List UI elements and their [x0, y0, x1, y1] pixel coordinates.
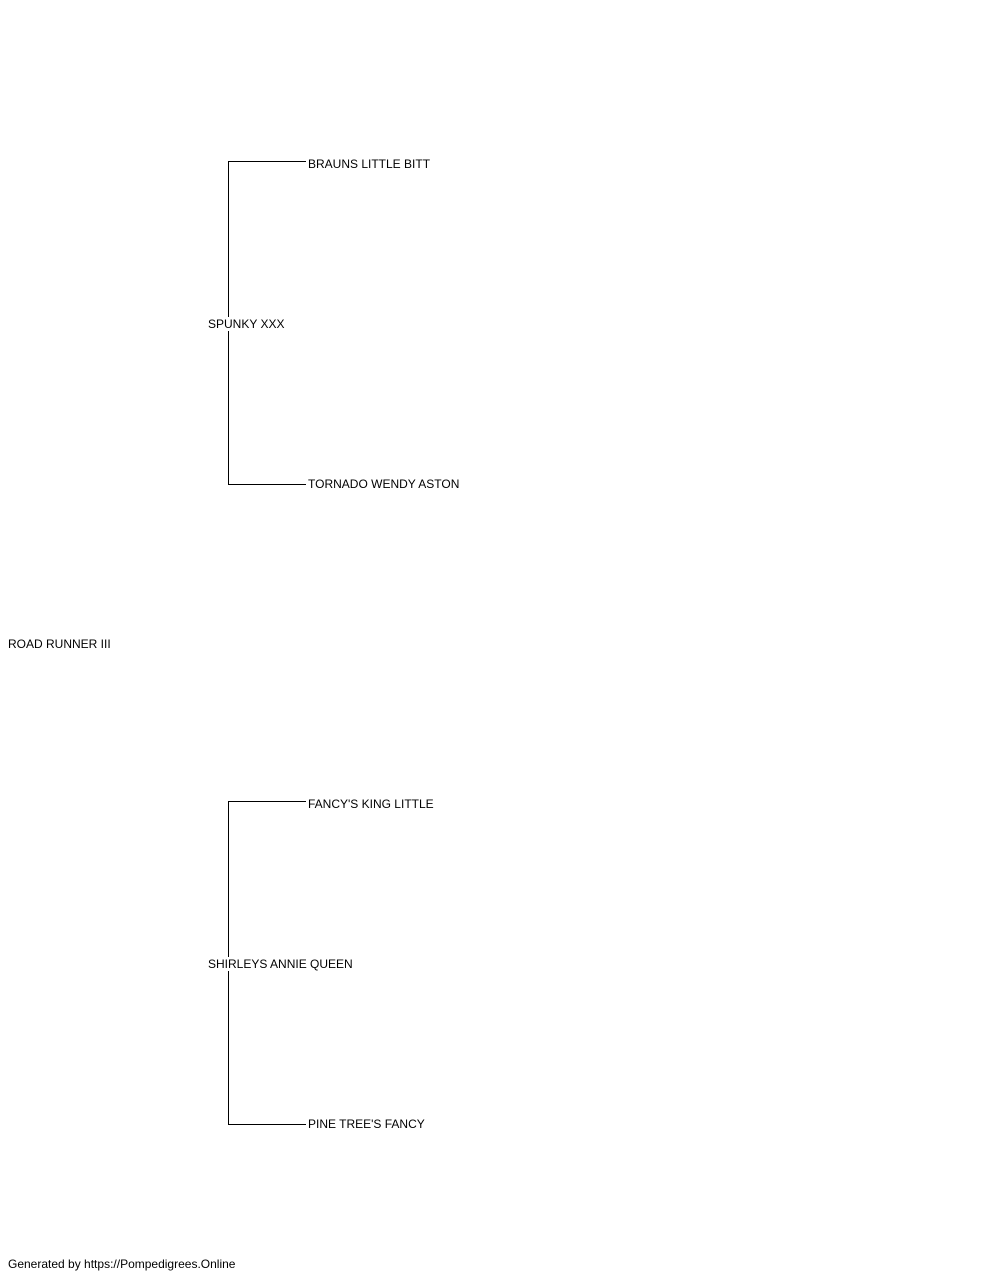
- dam-sire-name: FANCY'S KING LITTLE: [308, 797, 436, 811]
- subject-name: ROAD RUNNER III: [8, 637, 113, 651]
- footer-credit: Generated by https://Pompedigrees.Online: [8, 1257, 236, 1271]
- dam-dam-name: PINE TREE'S FANCY: [308, 1117, 427, 1131]
- sire-sire-name: BRAUNS LITTLE BITT: [308, 157, 433, 171]
- dam-name: SHIRLEYS ANNIE QUEEN: [208, 957, 355, 971]
- sire-dam-name: TORNADO WENDY ASTON: [308, 477, 462, 491]
- sire-name: SPUNKY XXX: [208, 317, 287, 331]
